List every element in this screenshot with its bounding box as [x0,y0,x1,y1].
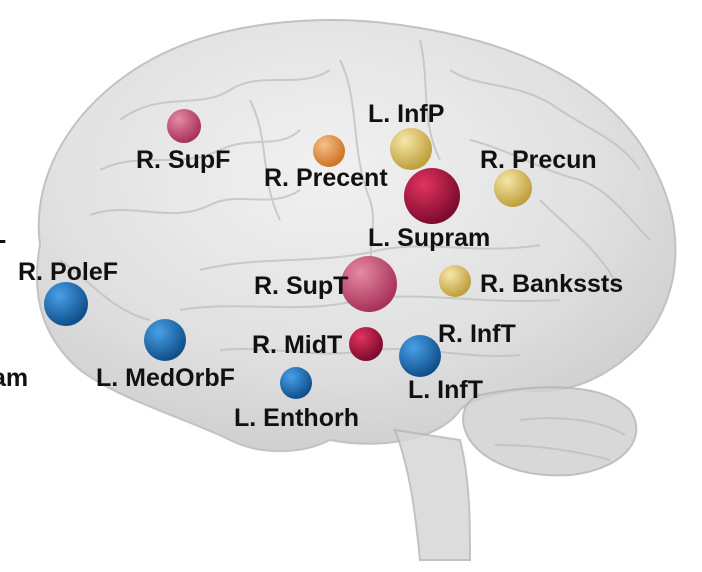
label-r-midt: R. MidT [252,331,342,359]
node-r-supt [341,256,397,312]
label-edge-dash: - [0,226,6,254]
label-r-precent: R. Precent [264,164,388,192]
node-r-banksst [439,265,471,297]
label-l-enthorh: L. Enthorh [234,404,359,432]
node-r-midt [349,327,383,361]
node-l-infp [390,128,432,170]
node-l-medorbf [144,319,186,361]
label-l-supram: L. Supram [368,224,490,252]
label-r-polef: R. PoleF [18,258,118,286]
label-l-medorbf: L. MedOrbF [96,364,235,392]
node-r-precent [313,135,345,167]
label-l-inft: L. InfT [408,376,483,404]
node-r-precun [494,169,532,207]
label-r-inft: R. InfT [438,320,516,348]
node-r-supf [167,109,201,143]
node-l-enthorh [280,367,312,399]
node-l-supram [404,168,460,224]
label-edge-am: am [0,364,28,392]
label-l-infp: L. InfP [368,100,444,128]
label-r-precun: R. Precun [480,146,597,174]
label-r-supf: R. SupF [136,146,230,174]
label-r-banksst: R. Bankssts [480,270,623,298]
label-r-supt: R. SupT [254,272,348,300]
node-l-inft [399,335,441,377]
node-r-polef [44,282,88,326]
